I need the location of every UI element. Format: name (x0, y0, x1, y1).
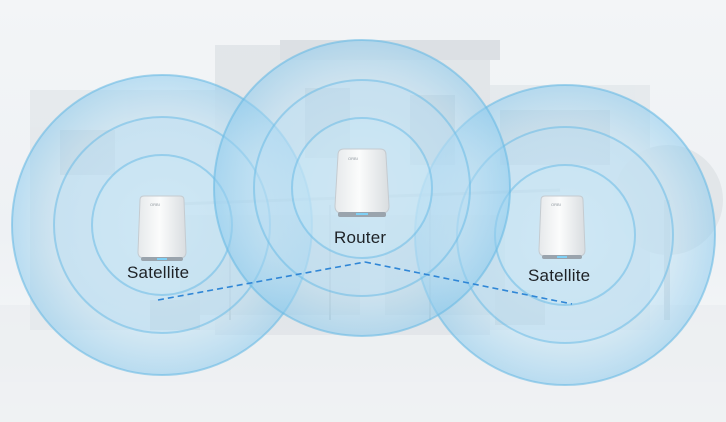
router-label: Router (334, 228, 387, 247)
svg-text:ORBI: ORBI (348, 156, 358, 161)
svg-text:ORBI: ORBI (551, 202, 561, 207)
link-left (157, 261, 366, 301)
mesh-satellite-icon: ORBI (538, 195, 586, 259)
coverage-center (213, 39, 511, 337)
mesh-links (157, 261, 573, 305)
mesh-router-icon: ORBI (334, 148, 390, 217)
mesh-satellite-icon: ORBI (137, 195, 187, 261)
link-right (364, 261, 573, 305)
satellite-left-label: Satellite (127, 263, 190, 282)
svg-text:ORBI: ORBI (150, 202, 160, 207)
satellite-right-label: Satellite (528, 266, 591, 285)
